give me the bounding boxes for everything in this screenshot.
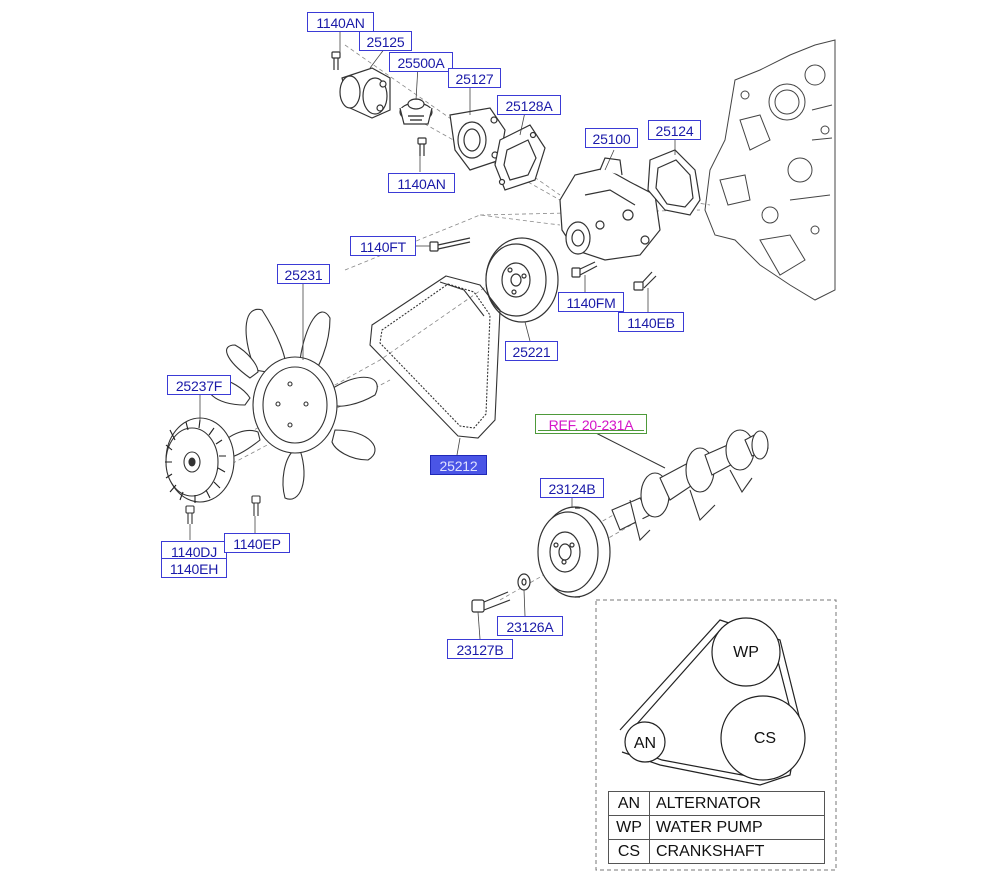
- inset-an-label: AN: [634, 735, 656, 752]
- part-label-25127[interactable]: 25127: [448, 68, 501, 88]
- part-label-25231[interactable]: 25231: [277, 264, 330, 284]
- part-label-1140dj[interactable]: 1140DJ: [161, 541, 227, 561]
- drive-belt-drawing: [369, 275, 501, 439]
- legend-code: WP: [608, 815, 650, 840]
- thermostat-housing-drawing: [339, 67, 391, 119]
- water-pump-drawing: [559, 157, 661, 261]
- legend-description: WATER PUMP: [649, 815, 825, 840]
- inset-water-pump-pulley: [711, 617, 781, 687]
- part-label-23126a[interactable]: 23126A: [497, 616, 563, 636]
- bolt-1140an-drawing: [331, 51, 427, 156]
- crankshaft-pulley-drawing: [537, 506, 611, 598]
- pump-pulley-drawing: [485, 237, 559, 323]
- legend-code: AN: [608, 791, 650, 816]
- part-label-1140ft[interactable]: 1140FT: [350, 236, 416, 256]
- inset-wp-label: WP: [733, 644, 759, 661]
- belt-layout-inset: WP CS AN: [595, 599, 837, 871]
- belt-legend-table: AN ALTERNATOR WP WATER PUMP CS CRANKSHAF…: [608, 791, 825, 864]
- thermostat-drawing: [399, 98, 433, 125]
- part-label-23127b[interactable]: 23127B: [447, 639, 513, 659]
- inset-cs-label: CS: [754, 730, 776, 747]
- legend-description: CRANKSHAFT: [649, 839, 825, 864]
- ref-leader-line: [589, 429, 666, 469]
- cooling-fan-drawing: [207, 308, 378, 500]
- part-label-1140ep[interactable]: 1140EP: [224, 533, 290, 553]
- inset-alternator-pulley: [624, 721, 666, 763]
- part-label-25128a[interactable]: 25128A: [497, 95, 561, 115]
- gasket-25124-drawing: [647, 149, 701, 216]
- label-leader-lines: [189, 32, 676, 640]
- part-label-25124[interactable]: 25124: [648, 120, 701, 140]
- part-label-25125[interactable]: 25125: [359, 31, 412, 51]
- part-label-1140eb[interactable]: 1140EB: [618, 312, 684, 332]
- pump-bolts-drawing: [429, 237, 657, 291]
- gasket-25128a-drawing: [494, 124, 546, 191]
- part-label-25500a[interactable]: 25500A: [389, 52, 453, 72]
- fan-bolts-drawing: [185, 495, 261, 524]
- legend-row: CS CRANKSHAFT: [608, 839, 825, 864]
- part-label-25212-selected[interactable]: 25212: [430, 455, 487, 475]
- part-label-1140fm[interactable]: 1140FM: [558, 292, 624, 312]
- part-label-25237f[interactable]: 25237F: [167, 375, 231, 395]
- part-label-1140an-mid[interactable]: 1140AN: [388, 173, 455, 193]
- crank-bolt-drawing: [471, 573, 531, 613]
- legend-row: AN ALTERNATOR: [608, 791, 825, 816]
- part-label-1140an-top[interactable]: 1140AN: [307, 12, 374, 32]
- legend-row: WP WATER PUMP: [608, 815, 825, 840]
- part-label-23124b[interactable]: 23124B: [540, 478, 604, 498]
- ref-link-20-231a[interactable]: REF. 20-231A: [535, 414, 647, 434]
- inset-crankshaft-pulley: [720, 695, 806, 781]
- legend-description: ALTERNATOR: [649, 791, 825, 816]
- crankshaft-drawing: [611, 429, 769, 542]
- engine-block-drawing: [704, 39, 836, 301]
- part-label-1140eh[interactable]: 1140EH: [161, 558, 227, 578]
- part-label-25100[interactable]: 25100: [585, 128, 638, 148]
- part-label-25221[interactable]: 25221: [505, 341, 558, 361]
- fan-clutch-drawing: [165, 417, 235, 503]
- legend-code: CS: [608, 839, 650, 864]
